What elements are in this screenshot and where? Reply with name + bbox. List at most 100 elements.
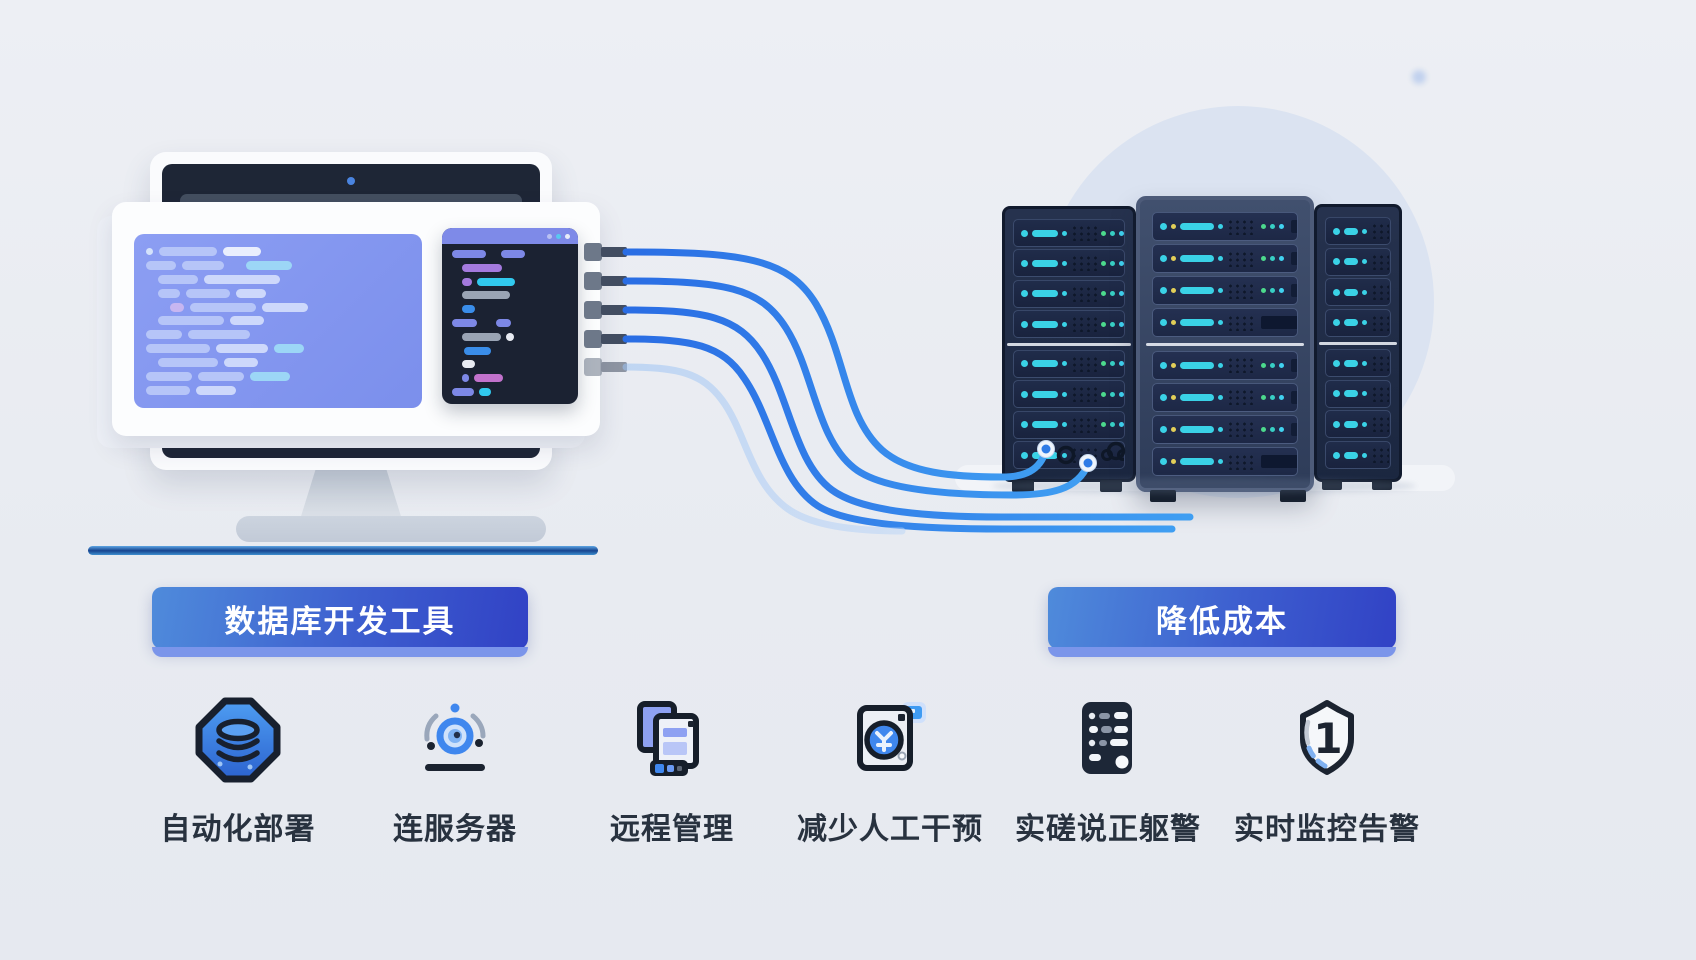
blank-slot [1291, 284, 1297, 298]
feature-realtime-alert: 1 实时监控告警 [1217, 694, 1437, 848]
status-dot [1218, 362, 1223, 368]
led-dot [1279, 224, 1284, 229]
code-token [190, 302, 256, 312]
led-dot [1101, 361, 1106, 367]
led-dot [1110, 361, 1115, 367]
vent-grid [1227, 389, 1257, 406]
code-token [236, 288, 266, 298]
led-dot [1101, 230, 1106, 236]
code-token [159, 247, 217, 256]
status-dot [1171, 320, 1176, 326]
vent-grid [1371, 314, 1389, 331]
code-line [452, 263, 568, 272]
code-token [477, 277, 515, 286]
status-dot [1171, 362, 1176, 368]
server-unit [1013, 441, 1125, 469]
vent-grid [1227, 250, 1257, 267]
blank-slot [1291, 220, 1297, 233]
status-dot [1062, 422, 1067, 428]
cable-connector [584, 330, 630, 348]
status-dot [1218, 224, 1223, 229]
code-token [462, 332, 501, 341]
code-token [462, 305, 475, 314]
connector-base [584, 358, 602, 376]
code-line [452, 374, 568, 383]
status-dot [1160, 255, 1167, 263]
connector-head [601, 334, 627, 344]
status-dot [1021, 421, 1028, 429]
vent-grid [1071, 386, 1097, 403]
vent-grid [1371, 284, 1389, 301]
drive-bar [1032, 421, 1058, 429]
status-dot [1333, 227, 1340, 235]
code-token [146, 330, 182, 340]
connector-head [601, 305, 627, 315]
led-dot [1119, 422, 1124, 428]
vent-grid [1371, 416, 1389, 433]
feature-alert-config: 实磋说正躯警 [998, 694, 1218, 848]
drive-bar [1032, 229, 1058, 237]
server-unit [1152, 447, 1298, 476]
code-token [216, 344, 268, 354]
code-line [452, 291, 568, 300]
cable-connector [584, 243, 630, 261]
code-line [146, 385, 410, 395]
code-line [146, 316, 410, 326]
database-octagon-icon [195, 697, 281, 783]
server-unit [1325, 247, 1391, 276]
banner-left: 数据库开发工具 [152, 587, 528, 649]
status-dot [1333, 420, 1340, 428]
code-token [158, 358, 218, 368]
code-panel-dark [442, 228, 578, 404]
vent-grid [1227, 357, 1257, 374]
code-token [462, 263, 502, 272]
led-dot [1270, 426, 1275, 432]
status-dot [1362, 421, 1367, 427]
code-line [452, 346, 568, 355]
status-dot [1021, 290, 1028, 298]
server-unit [1152, 276, 1298, 306]
cable-connector [584, 301, 630, 319]
status-dot [1021, 259, 1028, 267]
status-dot [1062, 391, 1067, 397]
drive-bar [1180, 425, 1214, 433]
code-line [452, 318, 568, 327]
status-dot [1362, 391, 1367, 397]
code-token [182, 260, 224, 270]
vent-grid [1227, 314, 1257, 331]
vent-grid [1227, 453, 1257, 470]
server-unit [1325, 217, 1391, 245]
drive-bar [1032, 259, 1058, 267]
code-panel-light [134, 234, 422, 408]
code-token [246, 260, 292, 270]
status-dot [1218, 256, 1223, 262]
code-line [146, 247, 410, 256]
server-unit [1013, 410, 1125, 439]
rack-divider [1319, 341, 1397, 345]
blank-slot [1291, 390, 1297, 404]
led-dot [1110, 422, 1115, 428]
vent-grid [1071, 316, 1097, 333]
led-dot [1279, 426, 1284, 432]
drive-bar [1032, 290, 1058, 298]
code-token [452, 387, 474, 396]
led-dot [1270, 362, 1275, 368]
status-dot [1160, 319, 1167, 327]
connection-radar-icon [424, 703, 486, 771]
drive-bar [1344, 227, 1358, 235]
server-unit [1152, 414, 1298, 444]
shield-one-icon: 1 [1300, 700, 1354, 775]
led-dot [1110, 321, 1115, 327]
code-token [223, 247, 261, 256]
drive-bar [1180, 393, 1214, 401]
code-token [158, 288, 180, 298]
led-dot [1270, 256, 1275, 262]
connector-head [601, 247, 627, 257]
code-line [146, 358, 410, 368]
code-token [196, 385, 236, 395]
led-group [1261, 256, 1284, 262]
led-dot [1279, 394, 1284, 400]
led-group [1101, 391, 1124, 397]
code-token [501, 250, 525, 258]
blank-slot [1291, 252, 1297, 266]
